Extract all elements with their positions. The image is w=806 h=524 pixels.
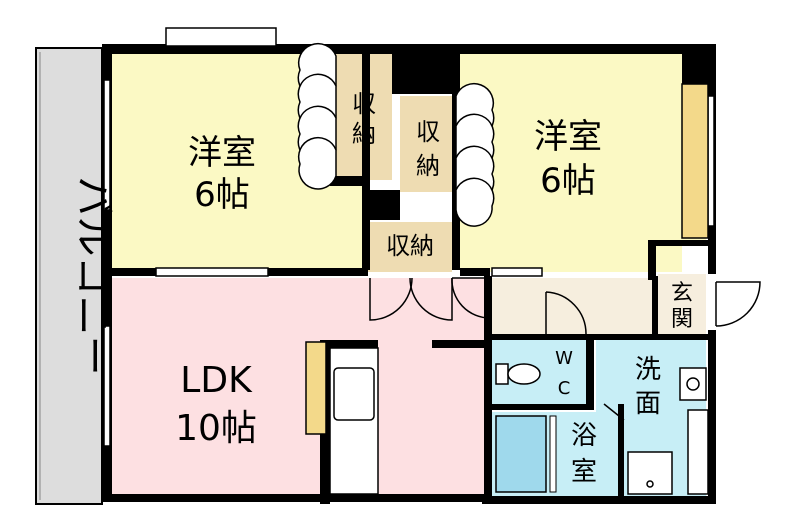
kitchen-counter <box>329 347 379 495</box>
hallway-floor <box>490 278 658 334</box>
entrance-label-2: 関 <box>671 307 693 332</box>
swing-doors <box>369 277 761 421</box>
windows <box>103 27 715 447</box>
ldk-size: 10帖 <box>175 408 257 449</box>
western-room-right-floor <box>460 52 682 272</box>
balcony <box>35 47 103 505</box>
western-room-left-name: 洋室 <box>188 133 256 173</box>
shelf <box>687 409 709 495</box>
wc-label-1: W <box>555 348 573 369</box>
storage-mid-floor <box>400 96 456 192</box>
washing-machine-pan <box>627 451 673 495</box>
storage-bottom-label: 収納 <box>386 232 434 260</box>
western-room-right-size: 6帖 <box>540 161 596 201</box>
closet-panel-right <box>681 83 709 239</box>
washroom-label-2: 面 <box>635 389 661 419</box>
entrance-floor <box>658 274 706 334</box>
closet-panel-ldk <box>305 341 327 435</box>
wc-label-2: C <box>558 378 571 399</box>
ldk-floor <box>110 278 492 496</box>
storage-bottom-floor <box>368 222 452 272</box>
storage-mid-label-1: 収 <box>416 118 440 146</box>
storage-mid-label-2: 納 <box>416 152 440 180</box>
toilet <box>495 363 541 385</box>
balcony-label: バルコニー <box>70 176 116 375</box>
storage-left-label-2: 納 <box>352 120 376 148</box>
storage-left-label-1: 収 <box>352 90 376 118</box>
ldk-name: LDK <box>180 360 253 401</box>
bathroom-label-2: 室 <box>571 457 597 487</box>
bathroom-label-1: 浴 <box>571 421 597 451</box>
entrance-label-1: 玄 <box>671 281 693 306</box>
washroom-label-1: 洗 <box>635 355 661 385</box>
western-room-left-size: 6帖 <box>194 175 250 215</box>
washbasin <box>679 367 707 401</box>
folding-doors <box>297 43 495 227</box>
western-room-right-name: 洋室 <box>534 117 602 157</box>
bathtub <box>495 415 547 493</box>
